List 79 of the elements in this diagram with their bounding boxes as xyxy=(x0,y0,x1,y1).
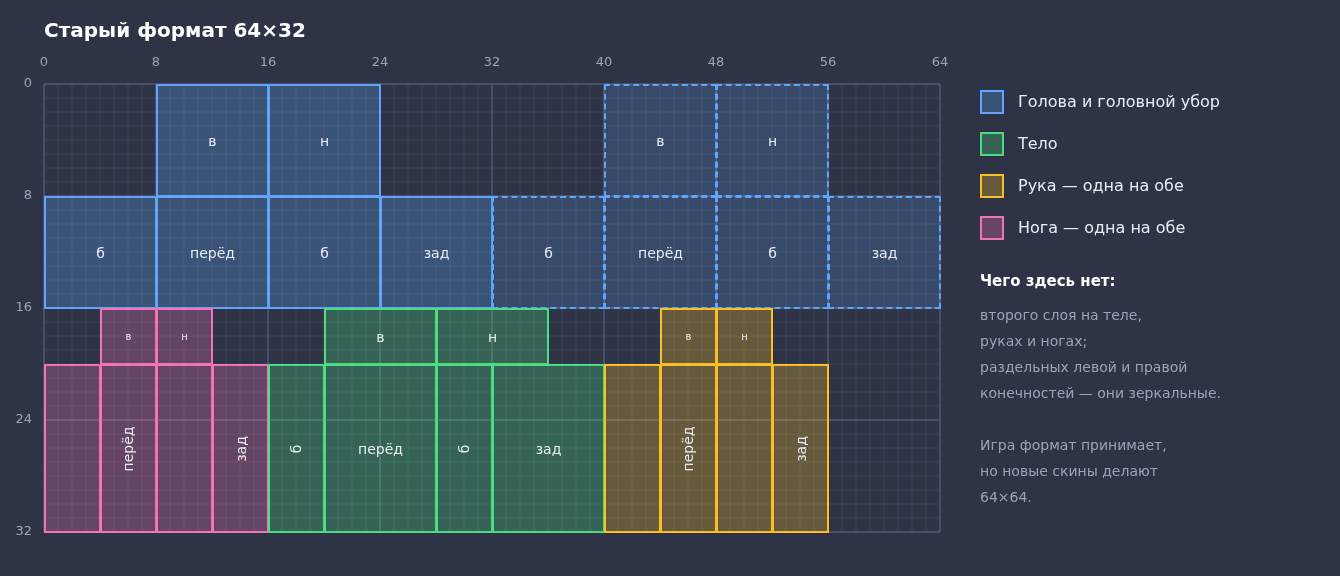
axis-tick-label: 56 xyxy=(818,54,838,69)
region-label: перёд xyxy=(190,244,235,261)
axis-tick-label: 24 xyxy=(14,411,32,426)
axis-tick-label: 48 xyxy=(706,54,726,69)
body-region-box xyxy=(268,364,325,533)
axis-tick-label: 16 xyxy=(258,54,278,69)
arm-region-box xyxy=(716,308,773,365)
region-label: б xyxy=(768,244,777,261)
region-label: зад xyxy=(423,244,450,261)
arm-region-box xyxy=(660,308,717,365)
axis-tick-label: 8 xyxy=(22,187,32,202)
region-label: зад xyxy=(792,435,809,462)
head-region-box xyxy=(604,196,717,309)
body-region-box xyxy=(492,364,605,533)
region-label: перёд xyxy=(638,244,683,261)
leg-region-box xyxy=(212,364,269,533)
region-label: б xyxy=(96,244,105,261)
body-region-box xyxy=(436,364,493,533)
leg-region-box xyxy=(156,364,213,533)
head-region-box xyxy=(156,84,269,197)
arm-region-box xyxy=(660,364,717,533)
head-region-box xyxy=(380,196,493,309)
head-region-box xyxy=(44,196,157,309)
axis-tick-label: 40 xyxy=(594,54,614,69)
head-region-box xyxy=(268,84,381,197)
leg-region-box xyxy=(100,364,157,533)
arm-region-box xyxy=(716,364,773,533)
body-region-box xyxy=(436,308,549,365)
region-label: б xyxy=(320,244,329,261)
region-label: в xyxy=(208,132,217,149)
legend-label: Рука — одна на обе xyxy=(1018,176,1184,195)
region-label: н xyxy=(767,132,778,149)
region-label: в xyxy=(125,331,132,342)
region-label: перёд xyxy=(680,426,697,471)
head-region-box xyxy=(604,84,717,197)
region-label: б xyxy=(456,444,473,453)
axis-tick-label: 16 xyxy=(14,299,32,314)
head-region-box xyxy=(268,196,381,309)
region-label: в xyxy=(656,132,665,149)
axis-tick-label: 0 xyxy=(22,75,32,90)
axis-tick-label: 24 xyxy=(370,54,390,69)
arm-region-box xyxy=(772,364,829,533)
legend-label: Нога — одна на обе xyxy=(1018,218,1186,237)
region-label: в xyxy=(376,328,385,345)
leg-region-box xyxy=(156,308,213,365)
note-text: раздельных левой и правой конечностей — они зеркальные. xyxy=(980,358,1222,403)
legend-label: Голова и головной убор xyxy=(1018,92,1221,111)
head-region-box xyxy=(716,196,829,309)
axis-tick-label: 32 xyxy=(482,54,502,69)
legend-label: Тело xyxy=(1018,134,1058,153)
region-label: б xyxy=(544,244,553,261)
note-heading: Чего здесь нет: xyxy=(980,272,1117,290)
region-label: перёд xyxy=(120,426,137,471)
note-text: второго слоя на теле, руках и ногах; xyxy=(980,306,1143,351)
region-label: н xyxy=(319,132,330,149)
axis-tick-label: 8 xyxy=(150,54,162,69)
axis-tick-label: 0 xyxy=(38,54,50,69)
axis-tick-label: 64 xyxy=(930,54,950,69)
region-label: зад xyxy=(232,435,249,462)
region-label: н xyxy=(741,331,748,342)
head-region-box xyxy=(716,84,829,197)
region-label: в xyxy=(685,331,692,342)
body-region-box xyxy=(324,364,437,533)
body-region-box xyxy=(324,308,437,365)
region-label: зад xyxy=(535,440,562,457)
region-label: б xyxy=(288,444,305,453)
note-text: Игра формат принимает, но новые скины делают 64×64. xyxy=(980,436,1168,507)
region-label: н xyxy=(487,328,498,345)
region-label: н xyxy=(181,331,188,342)
region-label: зад xyxy=(871,244,898,261)
title: Старый формат 64×32 xyxy=(44,18,306,42)
head-region-box xyxy=(828,196,941,309)
leg-region-box xyxy=(100,308,157,365)
leg-region-box xyxy=(44,364,101,533)
region-label: перёд xyxy=(358,440,403,457)
axis-tick-label: 32 xyxy=(14,523,32,538)
arm-region-box xyxy=(604,364,661,533)
head-region-box xyxy=(156,196,269,309)
head-region-box xyxy=(492,196,605,309)
